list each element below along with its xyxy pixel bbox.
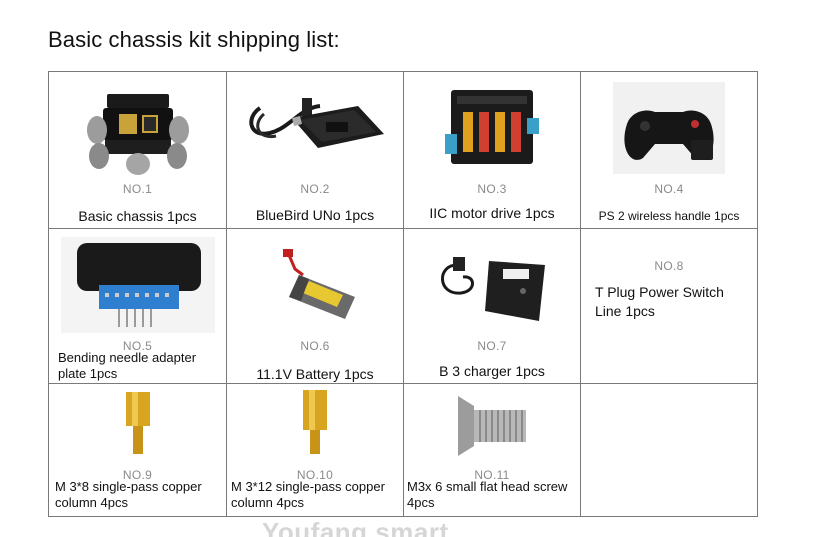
item-cell-7: NO.7 B 3 charger 1pcs <box>403 228 581 384</box>
item-number: NO.1 <box>122 182 153 196</box>
item-number: NO.6 <box>300 339 330 353</box>
item-cell-5: NO.5 Bending needle adapter plate 1pcs <box>48 228 227 384</box>
item-number: NO.2 <box>300 182 330 196</box>
page-title: Basic chassis kit shipping list: <box>48 27 340 52</box>
item-label: T Plug Power Switch Line 1pcs <box>595 284 724 319</box>
adapter-photo-icon <box>50 233 226 337</box>
item-cell-2: NO.2 BlueBird UNo 1pcs <box>226 71 404 229</box>
item-label: PS 2 wireless handle 1pcs <box>598 209 740 223</box>
item-cell-9: NO.9 M 3*8 single-pass copper column 4pc… <box>48 383 227 517</box>
table-row: NO.1 Basic chassis 1pcs <box>48 71 758 229</box>
battery-photo-icon <box>228 233 403 337</box>
item-number: NO.5 <box>122 339 153 353</box>
item-label: B 3 charger 1pcs <box>439 363 545 379</box>
charger-photo-icon <box>405 233 580 337</box>
standoff-photo-icon <box>228 388 403 464</box>
item-label: Basic chassis 1pcs <box>78 208 197 224</box>
item-label: IIC motor drive 1pcs <box>429 205 555 221</box>
item-cell-4: NO.4 PS 2 wireless handle 1pcs <box>580 71 758 229</box>
gamepad-photo-icon <box>582 76 757 180</box>
board-photo-icon <box>228 76 403 180</box>
item-number: NO.10 <box>296 468 334 482</box>
empty-cell <box>580 383 758 517</box>
item-number: NO.4 <box>654 182 684 196</box>
item-label: M3x 6 small flat head screw 4pcs <box>407 479 568 510</box>
item-cell-8: NO.8 T Plug Power Switch Line 1pcs <box>580 228 758 384</box>
chassis-photo-icon <box>50 76 226 180</box>
item-cell-6: NO.6 11.1V Battery 1pcs <box>226 228 404 384</box>
item-number: NO.7 <box>477 339 507 353</box>
item-label: BlueBird UNo 1pcs <box>255 207 375 223</box>
item-cell-10: NO.10 M 3*12 single-pass copper column 4… <box>226 383 404 517</box>
item-number: NO.3 <box>477 182 507 196</box>
standoff-photo-icon <box>50 388 226 464</box>
item-label: 11.1V Battery 1pcs <box>256 366 374 382</box>
item-number: NO.9 <box>122 468 153 482</box>
item-cell-11: NO.11 M3x 6 small flat head screw 4pcs <box>403 383 581 517</box>
item-label: M 3*12 single-pass copper column 4pcs <box>231 479 385 510</box>
item-label: M 3*8 single-pass copper column 4pcs <box>55 479 202 510</box>
screw-photo-icon <box>405 388 580 464</box>
item-cell-3: NO.3 IIC motor drive 1pcs <box>403 71 581 229</box>
item-number: NO.8 <box>654 259 684 273</box>
watermark: Youfang smart <box>262 517 449 537</box>
table-row: NO.9 M 3*8 single-pass copper column 4pc… <box>48 383 758 517</box>
item-label: Bending needle adapter plate 1pcs <box>58 350 197 381</box>
shipping-list-table: NO.1 Basic chassis 1pcs <box>48 71 758 517</box>
table-row: NO.5 Bending needle adapter plate 1pcs N… <box>48 228 758 384</box>
motor-driver-photo-icon <box>405 76 580 180</box>
item-cell-1: NO.1 Basic chassis 1pcs <box>48 71 227 229</box>
item-number: NO.11 <box>474 468 510 482</box>
